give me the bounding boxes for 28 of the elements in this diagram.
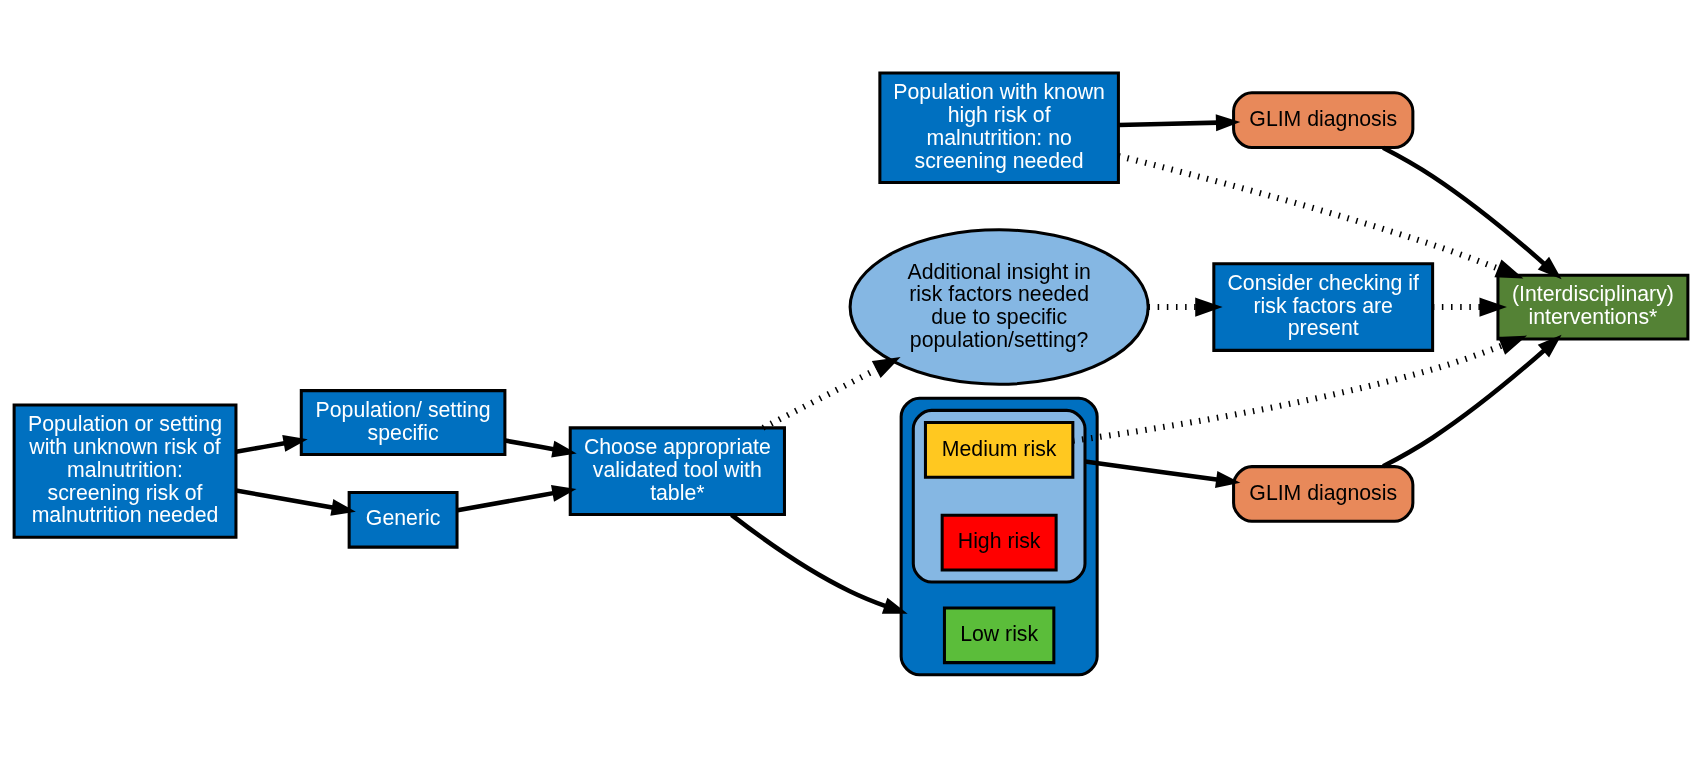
cluster	[911, 408, 1087, 584]
node-box: Choose appropriate validated tool with table*	[568, 425, 786, 516]
node-box: Population with known high risk of malnutrition: no screening needed	[878, 71, 1120, 184]
cluster	[899, 396, 1099, 676]
node-box: (Interdisciplinary) interventions*	[1496, 273, 1690, 340]
node-box: Population/ setting specific	[299, 388, 507, 456]
arrow	[235, 487, 356, 516]
node-box: GLIM diagnosis	[1232, 464, 1415, 523]
arrow	[1432, 296, 1507, 317]
arrow	[1118, 113, 1241, 131]
node-box: Population or setting with unknown risk of malnutrition: screening risk of malnutrition needed	[12, 403, 238, 539]
node-ellipse: Additional insight in risk factors needed due to specific population/setting?	[848, 227, 1150, 386]
arrow	[1148, 296, 1223, 317]
arrow	[1084, 458, 1241, 488]
arrow	[1382, 334, 1562, 468]
arrow	[1117, 152, 1524, 278]
node-box: GLIM diagnosis	[1232, 90, 1415, 149]
arrow	[1072, 335, 1528, 444]
arrow	[761, 356, 901, 431]
node-box: High risk	[940, 513, 1058, 571]
arrow	[235, 434, 308, 454]
arrow	[1382, 145, 1562, 279]
node-box: Medium risk	[923, 420, 1075, 479]
arrow	[457, 484, 577, 513]
arrow	[504, 437, 577, 457]
node-box: Generic	[347, 490, 459, 549]
node-box: Consider checking if risk factors are present	[1212, 261, 1435, 352]
node-box: Low risk	[942, 605, 1056, 664]
